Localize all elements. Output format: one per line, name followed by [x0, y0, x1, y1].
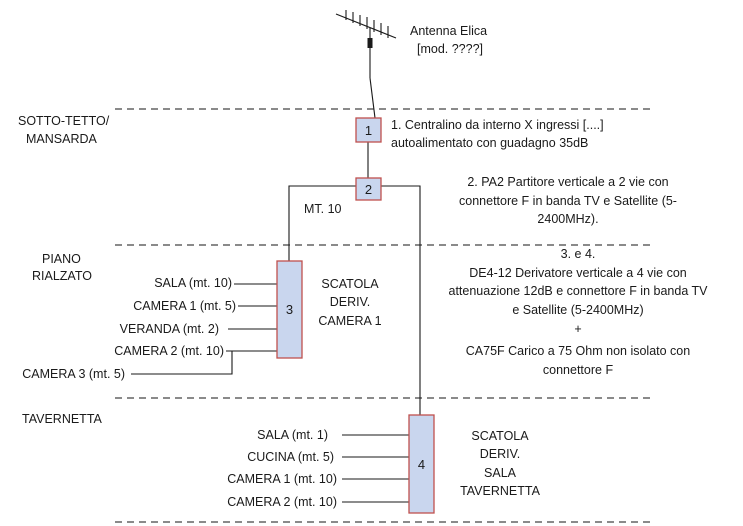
- cable-antenna-to-1: [369, 77, 376, 119]
- box-tavernetta-line2: DERIV.: [480, 447, 521, 461]
- antenna-model: [mod. ????]: [417, 42, 483, 56]
- outlet-ground-label-2: CAMERA 1 (mt. 5): [133, 299, 236, 313]
- floor-label-attic-2: MANSARDA: [26, 132, 98, 146]
- cable-2-to-4: [381, 185, 421, 415]
- box-tavernetta-line4: TAVERNETTA: [460, 484, 541, 498]
- note-3-line6: CA75F Carico a 75 Ohm non isolato con: [466, 344, 690, 358]
- antenna-title: Antenna Elica: [410, 24, 487, 38]
- device-1-label: 1: [365, 123, 372, 138]
- cable-length-label: MT. 10: [304, 202, 342, 216]
- device-2-splitter: [355, 177, 382, 201]
- note-1-line1: 1. Centralino da interno X ingressi [...…: [391, 118, 604, 132]
- box-camera1-line3: CAMERA 1: [318, 314, 381, 328]
- floor-label-attic-1: SOTTO-TETTO/: [18, 114, 110, 128]
- cable-2-to-3: [288, 185, 356, 261]
- box-tavernetta-line1: SCATOLA: [471, 429, 529, 443]
- device-4-label: 4: [418, 457, 425, 472]
- device-3-tap: [276, 260, 303, 359]
- device-3-label: 3: [286, 302, 293, 317]
- device-1-amplifier: [355, 117, 382, 143]
- note-3-line4: e Satellite (5-2400MHz): [512, 303, 643, 317]
- note-1-line2: autoalimentato con guadagno 35dB: [391, 136, 588, 150]
- outlet-ground-label-3: VERANDA (mt. 2): [120, 322, 219, 336]
- floor-label-ground-2: RIALZATO: [32, 269, 92, 283]
- box-camera1-line2: DERIV.: [330, 295, 371, 309]
- outlet-basement-label-3: CAMERA 1 (mt. 10): [227, 472, 337, 486]
- box-tavernetta-line3: SALA: [484, 466, 517, 480]
- antenna-icon: [335, 10, 397, 78]
- box-camera1-line1: SCATOLA: [321, 277, 379, 291]
- device-4-tap: [408, 414, 435, 514]
- note-3-line1: 3. e 4.: [561, 247, 596, 261]
- note-2-line3: 2400MHz).: [537, 212, 598, 226]
- note-3-line7: connettore F: [543, 363, 614, 377]
- floor-label-basement: TAVERNETTA: [22, 412, 103, 426]
- outlet-basement-label-1: SALA (mt. 1): [257, 428, 328, 442]
- outlet-ground-label-4: CAMERA 2 (mt. 10): [114, 344, 224, 358]
- floor-label-ground-1: PIANO: [42, 252, 81, 266]
- outlet-ground-label-1: SALA (mt. 10): [154, 276, 232, 290]
- note-2-line1: 2. PA2 Partitore verticale a 2 vie con: [467, 175, 668, 189]
- cable-outlet-ground-5: [131, 351, 233, 375]
- note-2-line2: connettore F in banda TV e Satellite (5-: [459, 194, 677, 208]
- outlet-basement-label-2: CUCINA (mt. 5): [247, 450, 334, 464]
- note-3-line3: attenuazione 12dB e connettore F in band…: [449, 284, 709, 298]
- outlet-basement-label-4: CAMERA 2 (mt. 10): [227, 495, 337, 509]
- note-3-line5: +: [574, 322, 581, 336]
- outlet-ground-label-5: CAMERA 3 (mt. 5): [22, 367, 125, 381]
- device-2-label: 2: [365, 182, 372, 197]
- note-3-line2: DE4-12 Derivatore verticale a 4 vie con: [469, 266, 687, 280]
